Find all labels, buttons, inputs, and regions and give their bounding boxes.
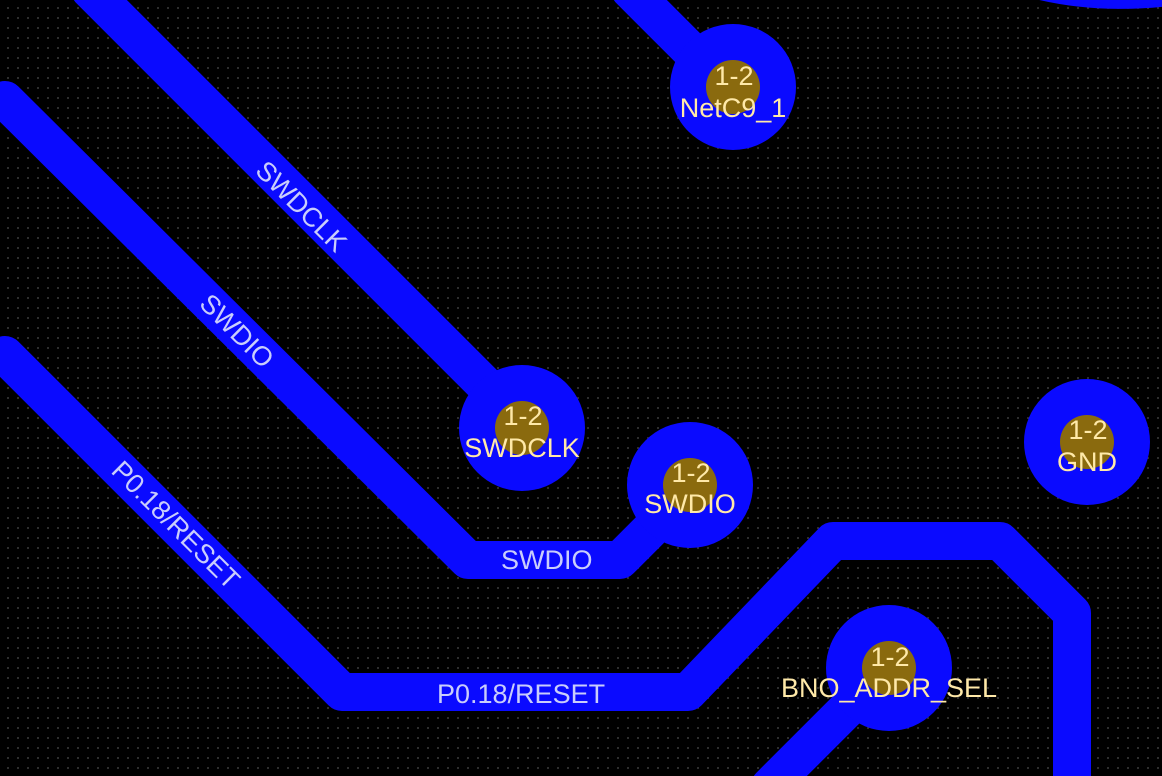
via-layer-label: 1-2 <box>1068 415 1107 445</box>
trace-label-swdio-horizontal: SWDIO <box>501 545 593 575</box>
trace-label-swdclk: SWDCLK <box>250 155 353 258</box>
via-netc9-1[interactable]: 1-2 NetC9_1 <box>670 24 796 150</box>
trace-label-reset-diagonal: P0.18/RESET <box>106 455 246 595</box>
via-drill-hole <box>706 60 760 114</box>
via-layer-label: 1-2 <box>714 61 753 91</box>
via-net-label: GND <box>1057 447 1117 477</box>
via-net-label: NetC9_1 <box>680 93 787 123</box>
via-layer-label: 1-2 <box>671 458 710 488</box>
trace-label-reset-horizontal: P0.18/RESET <box>437 679 605 709</box>
via-layer-label: 1-2 <box>503 401 542 431</box>
via-swdio[interactable]: 1-2 SWDIO <box>627 422 753 548</box>
trace-label-swdio-diagonal: SWDIO <box>194 288 280 374</box>
trace-swdclk[interactable] <box>73 0 534 434</box>
via-drill-hole <box>663 458 717 512</box>
via-net-label: BNO_ADDR_SEL <box>781 673 997 703</box>
via-layer-label: 1-2 <box>870 642 909 672</box>
via-net-label: SWDCLK <box>464 433 580 463</box>
via-net-label: SWDIO <box>644 489 736 519</box>
trace-top-right-arc[interactable] <box>1039 0 1162 9</box>
via-drill-hole <box>1060 415 1114 469</box>
via-drill-hole <box>495 401 549 455</box>
via-bno-addr-sel[interactable]: 1-2 BNO_ADDR_SEL <box>781 605 997 731</box>
via-drill-hole <box>862 641 916 695</box>
trace-swdio[interactable] <box>0 81 707 579</box>
trace-p018-reset[interactable] <box>0 336 1091 776</box>
via-gnd[interactable]: 1-2 GND <box>1024 379 1150 505</box>
via-swdclk[interactable]: 1-2 SWDCLK <box>459 365 585 491</box>
